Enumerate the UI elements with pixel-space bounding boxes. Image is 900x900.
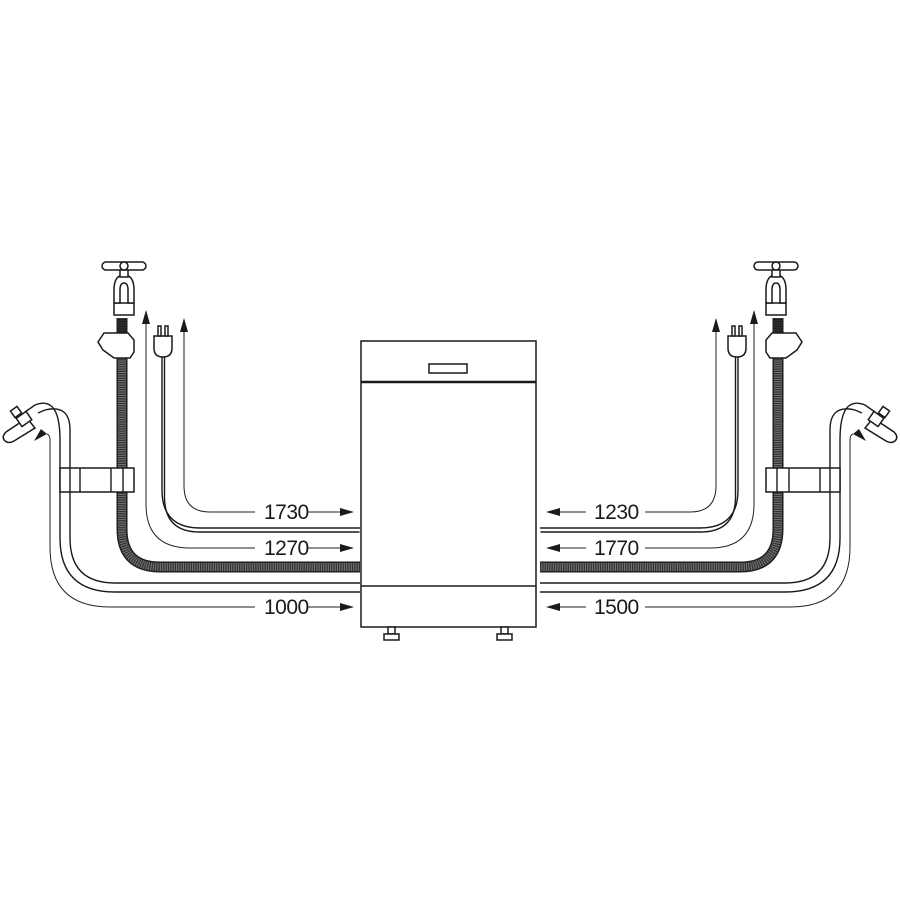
hose-clamp-right: [765, 467, 841, 493]
arrow-left-icon: [546, 508, 560, 516]
dimension-label-1230: 1230: [594, 501, 639, 524]
power-plug-right-icon: [727, 325, 747, 358]
aquastop-valve-right-icon: [765, 332, 803, 359]
power-plug-left-icon: [153, 325, 173, 358]
drain-hook-left-icon: [2, 405, 37, 444]
adjustable-foot-left: [383, 626, 400, 641]
dimension-label-1000: 1000: [264, 596, 309, 619]
dimension-label-1770: 1770: [594, 537, 639, 560]
arrow-head-icon: [853, 429, 866, 441]
arrow-right-icon: [340, 603, 354, 611]
dishwasher-body: [360, 340, 537, 628]
arrow-right-icon: [340, 544, 354, 552]
arrow-left-icon: [546, 603, 560, 611]
adjustable-foot-right: [496, 626, 513, 641]
arrow-head-icon: [34, 429, 47, 441]
drain-hose-right: [540, 402, 876, 593]
dimension-power-left: 1730: [180, 318, 354, 524]
dimension-drain-right: 1500: [546, 429, 866, 619]
dimension-label-1270: 1270: [264, 537, 309, 560]
power-cable-right: [540, 357, 739, 533]
dimension-label-1730: 1730: [264, 501, 309, 524]
inlet-hose-right: [540, 318, 784, 573]
dimension-inlet-right: 1770: [546, 310, 758, 560]
hose-clamp-left: [59, 467, 135, 493]
water-tap-left-icon: [101, 261, 147, 316]
arrow-up-icon: [750, 310, 758, 324]
power-cable-left: [161, 357, 360, 533]
arrow-up-icon: [180, 318, 188, 332]
dimension-inlet-left: 1270: [142, 310, 354, 560]
left-connections: 1000: [2, 261, 360, 619]
arrow-up-icon: [142, 310, 150, 324]
right-connections: 1500: [540, 261, 898, 619]
dimension-drain-left: 1000: [34, 429, 354, 619]
drain-hose-left: [24, 402, 360, 593]
dishwasher: [360, 340, 537, 641]
dimension-power-right: 1230: [546, 318, 720, 524]
inlet-hose-left: [116, 318, 360, 573]
water-tap-right-icon: [753, 261, 799, 316]
control-panel-slot: [428, 363, 468, 374]
aquastop-valve-left-icon: [97, 332, 135, 359]
dimension-label-1500: 1500: [594, 596, 639, 619]
arrow-right-icon: [340, 508, 354, 516]
arrow-up-icon: [712, 318, 720, 332]
arrow-left-icon: [546, 544, 560, 552]
drain-hook-right-icon: [863, 405, 898, 444]
